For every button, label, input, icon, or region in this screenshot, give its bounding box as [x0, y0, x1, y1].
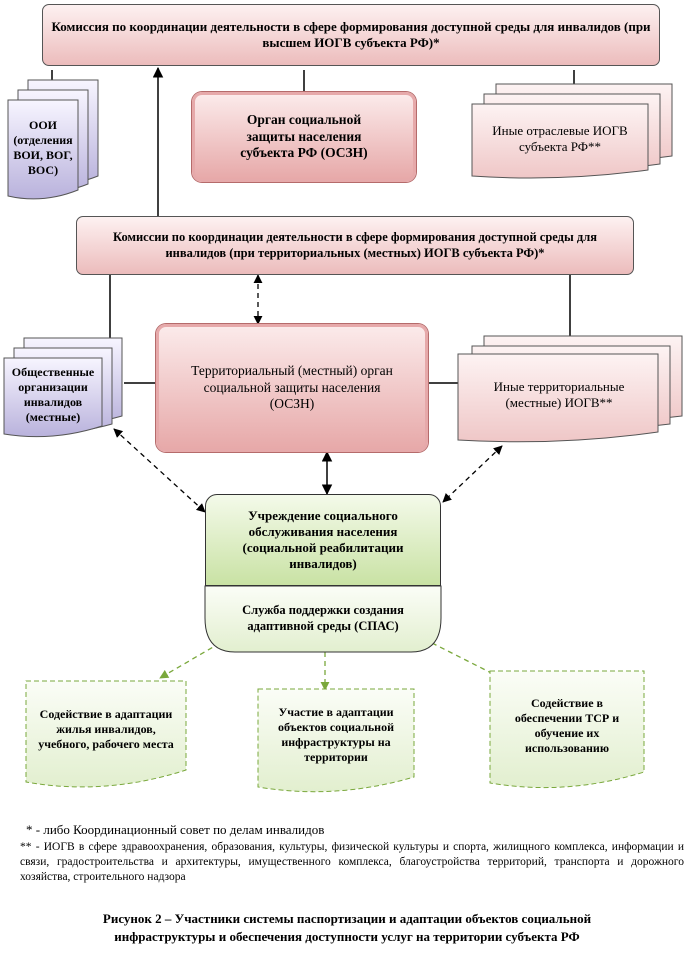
local-oszn-text: Территориальный (местный) орган социальн…: [191, 362, 393, 412]
arrow-dashed-public-orgs-institution: [113, 428, 206, 513]
local-commission-box: Комиссии по координации деятельности в с…: [76, 216, 634, 275]
caption-line-2: инфраструктуры и обеспечения доступности…: [114, 929, 580, 945]
spas-text: Служба поддержки создания адаптивной сре…: [242, 603, 404, 633]
other-local-box: Иные территориальные (местные) ИОГВ**: [460, 358, 658, 432]
regional-oszn-text: Орган социальной защиты населения субъек…: [240, 111, 368, 161]
institution-box: Учреждение социального обслуживания насе…: [205, 494, 441, 586]
local-oszn-box: Территориальный (местный) орган социальн…: [156, 324, 428, 452]
institution-text: Учреждение социального обслуживания насе…: [242, 507, 404, 572]
other-iogv-doc-stack: [471, 83, 673, 179]
assist-housing-box: Содействие в адаптации жилья инвалидов, …: [30, 686, 182, 772]
assist-housing-doc: [25, 680, 187, 788]
footnote-2: ** - ИОГВ в сфере здравоохранения, образ…: [20, 841, 684, 883]
top-commission-box: Комиссия по координации деятельности в с…: [42, 4, 660, 66]
green-dashed-connectors: [159, 642, 526, 691]
dashed-connectors: [113, 274, 503, 513]
other-iogv-text: Иные отраслевые ИОГВ субъекта РФ**: [492, 122, 628, 154]
figure-caption: Рисунок 2 – Участники системы паспортиза…: [0, 910, 694, 946]
top-commission-text: Комиссия по координации деятельности в с…: [51, 18, 651, 50]
spas-box: Служба поддержки создания адаптивной сре…: [205, 590, 441, 648]
spas-shape: [204, 585, 442, 653]
participation-text: Участие в адаптации объектов социальной …: [277, 705, 395, 764]
ooi-box: ООИ (отделения ВОИ, ВОГ, ВОС): [8, 104, 78, 192]
assist-tsr-box: Содействие в обеспечении ТСР и обучение …: [494, 684, 640, 768]
ooi-text: ООИ (отделения ВОИ, ВОГ, ВОС): [13, 118, 73, 177]
footnote-1: * - либо Координационный совет по делам …: [26, 822, 325, 837]
connector-lines: [51, 66, 575, 496]
public-orgs-text: Общественные организации инвалидов (мест…: [11, 365, 95, 424]
public-orgs-doc-stack: [3, 337, 123, 438]
participation-doc: [257, 688, 415, 793]
other-local-text: Иные территориальные (местные) ИОГВ**: [493, 378, 625, 410]
public-orgs-box: Общественные организации инвалидов (мест…: [4, 360, 102, 430]
ooi-doc-stack: [7, 79, 99, 200]
other-local-doc-stack: [457, 335, 683, 443]
participation-box: Участие в адаптации объектов социальной …: [262, 694, 410, 776]
local-commission-text: Комиссии по координации деятельности в с…: [113, 229, 597, 260]
arrow-spas-to-housing: [159, 642, 221, 679]
other-iogv-box: Иные отраслевые ИОГВ субъекта РФ**: [472, 106, 648, 172]
arrow-dashed-other-local-institution: [442, 445, 503, 503]
caption-line-1: Рисунок 2 – Участники системы паспортиза…: [102, 911, 592, 926]
assist-housing-text: Содействие в адаптации жилья инвалидов, …: [38, 706, 174, 751]
regional-oszn-box: Орган социальной защиты населения субъек…: [192, 92, 416, 182]
assist-tsr-doc: [489, 670, 645, 789]
assist-tsr-text: Содействие в обеспечении ТСР и обучение …: [514, 696, 620, 755]
